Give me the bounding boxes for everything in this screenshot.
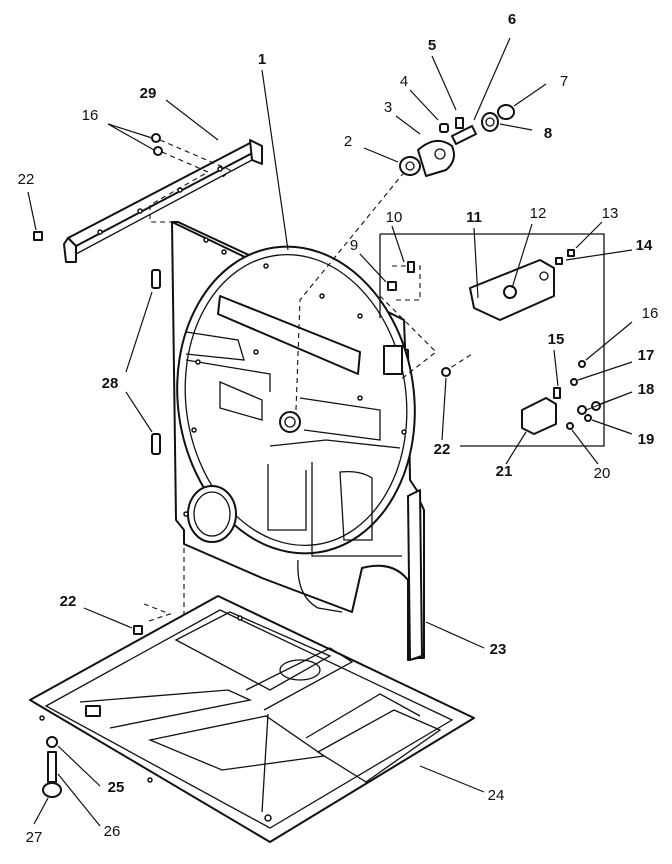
drum-pulley xyxy=(399,156,421,176)
callout-18: 18 xyxy=(638,381,655,398)
clip-lower xyxy=(151,433,161,455)
callout-5: 5 xyxy=(428,37,436,54)
callout-19: 19 xyxy=(638,431,655,448)
callout-7: 7 xyxy=(560,73,568,90)
screw-22-mid xyxy=(441,367,451,377)
callout-20: 20 xyxy=(594,465,611,482)
leader-lines xyxy=(27,37,633,827)
callout-4: 4 xyxy=(400,73,408,90)
callout-12: 12 xyxy=(530,205,547,222)
callout-14: 14 xyxy=(636,237,653,254)
rail-screws xyxy=(151,133,163,156)
screw-inset-14 xyxy=(555,257,563,265)
callout-3: 3 xyxy=(384,99,392,116)
screw-base-22 xyxy=(133,625,143,635)
washer-small xyxy=(439,123,449,133)
callout-22-base: 22 xyxy=(60,593,77,610)
washer-19 xyxy=(584,414,592,422)
callout-16-right: 16 xyxy=(642,305,659,322)
callout-21: 21 xyxy=(496,463,513,480)
callout-6: 6 xyxy=(508,11,516,28)
idler-bracket xyxy=(417,139,455,177)
top-bracket-rail xyxy=(63,139,263,263)
callout-29: 29 xyxy=(140,85,157,102)
screw-idler xyxy=(455,117,464,129)
bearing-ring xyxy=(481,112,499,132)
callout-15: 15 xyxy=(548,331,565,348)
callout-17: 17 xyxy=(638,347,655,364)
callout-28: 28 xyxy=(102,375,119,392)
leveling-screw xyxy=(47,751,57,783)
leveling-nut xyxy=(46,736,58,748)
nut-18a xyxy=(577,405,587,415)
callout-27: 27 xyxy=(26,829,43,846)
callout-9: 9 xyxy=(350,237,358,254)
callout-23: 23 xyxy=(490,641,507,658)
tab-15 xyxy=(553,387,561,399)
callout-11: 11 xyxy=(466,209,482,226)
base-floor-pan xyxy=(29,595,475,843)
callout-labels: 1 2 3 4 5 6 7 8 9 10 11 12 13 14 15 16 1… xyxy=(18,11,659,846)
screw-inset-9 xyxy=(387,281,397,291)
idler-shaft xyxy=(451,125,477,145)
panel-to-base-dashed-line-2 xyxy=(143,603,172,623)
clip-inset-10 xyxy=(407,261,415,273)
leveling-foot-pad xyxy=(42,782,62,798)
callout-1: 1 xyxy=(258,51,266,68)
callout-24: 24 xyxy=(488,787,505,804)
screw-17 xyxy=(570,378,578,386)
washer-20 xyxy=(566,422,574,430)
callout-13: 13 xyxy=(602,205,619,222)
switch-knob xyxy=(503,285,517,299)
hub-dashed-line xyxy=(295,169,407,411)
terminal-block xyxy=(521,397,557,435)
callout-16-left: 16 xyxy=(82,107,99,124)
clip-upper xyxy=(151,269,161,289)
side-panel-strip xyxy=(407,489,423,661)
pulley-cap xyxy=(497,104,515,120)
callout-22-left: 22 xyxy=(18,171,35,188)
inset-dashed-lines xyxy=(379,265,473,381)
callout-22-mid: 22 xyxy=(434,441,451,458)
callout-25: 25 xyxy=(108,779,125,796)
screw-inset-13 xyxy=(567,249,575,257)
callout-26: 26 xyxy=(104,823,121,840)
callout-8: 8 xyxy=(544,125,552,142)
screw-left xyxy=(33,231,43,241)
screw-16 xyxy=(578,360,586,368)
rail-dashed-guide xyxy=(149,139,231,223)
callout-2: 2 xyxy=(344,133,352,150)
callout-10: 10 xyxy=(386,209,403,226)
